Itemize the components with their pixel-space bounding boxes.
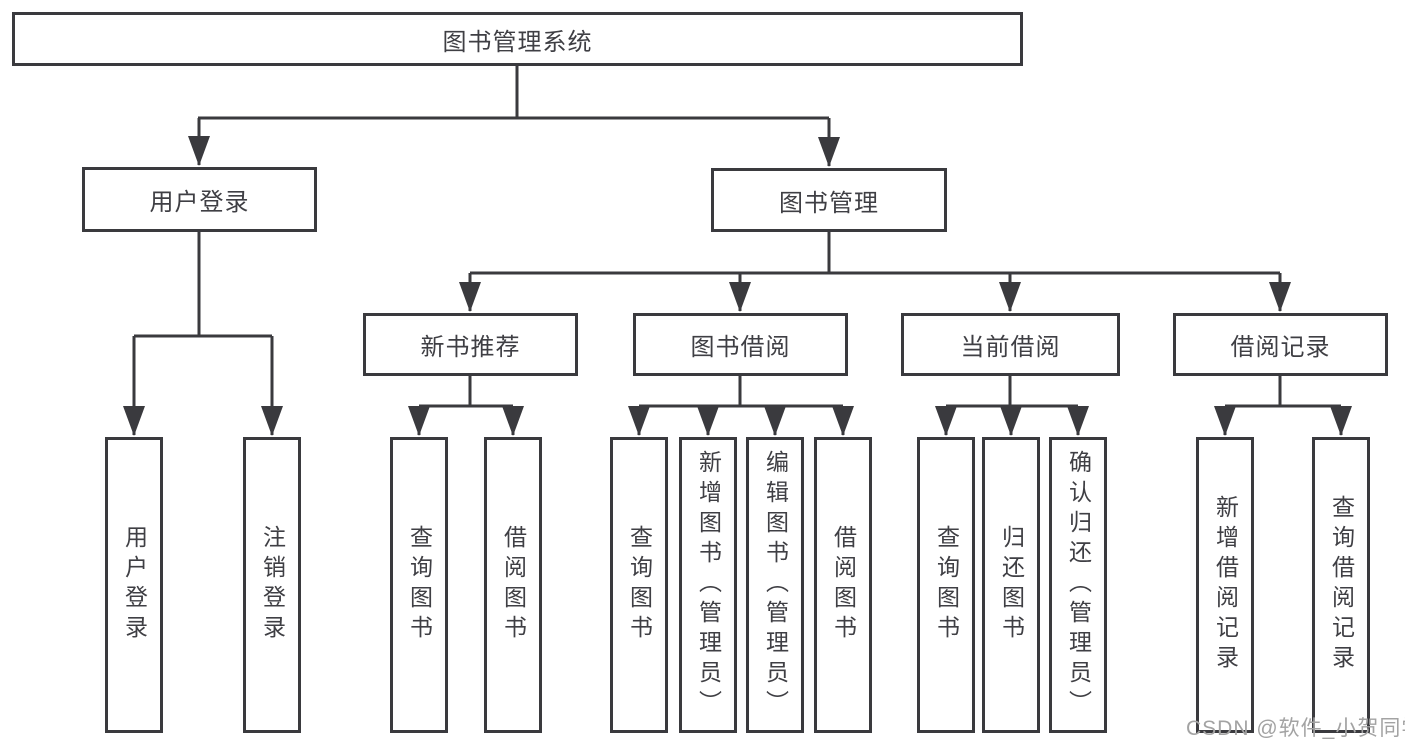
node-label: 借阅记录 — [1230, 334, 1331, 361]
leaf-edit-book-admin: 编辑图书（管理员） — [746, 437, 804, 733]
leaf-borrow-books-borrowing: 借阅图书 — [814, 437, 872, 733]
leaf-add-book-admin: 新增图书（管理员） — [679, 437, 737, 733]
leaf-label: 新增借阅记录 — [1212, 495, 1239, 675]
leaf-add-borrow-record: 新增借阅记录 — [1196, 437, 1254, 733]
leaf-label: 新增图书（管理员） — [695, 450, 722, 720]
node-book-management: 图书管理 — [711, 168, 947, 232]
leaf-label: 查询借阅记录 — [1328, 495, 1355, 675]
leaf-label: 注销登录 — [259, 525, 286, 645]
leaf-user-login: 用户登录 — [105, 437, 163, 733]
leaf-label: 编辑图书（管理员） — [762, 450, 789, 720]
node-label: 新书推荐 — [420, 334, 521, 361]
node-label: 图书管理系统 — [442, 28, 593, 56]
node-borrowing-records: 借阅记录 — [1173, 313, 1388, 376]
leaf-label: 确认归还（管理员） — [1065, 450, 1092, 720]
node-label: 当前借阅 — [960, 334, 1061, 361]
leaf-label: 查询图书 — [406, 525, 433, 645]
leaf-query-books-recommend: 查询图书 — [390, 437, 448, 733]
leaf-query-books-current: 查询图书 — [917, 437, 975, 733]
leaf-confirm-return-admin: 确认归还（管理员） — [1049, 437, 1107, 733]
node-new-book-recommendation: 新书推荐 — [363, 313, 578, 376]
leaf-label: 借阅图书 — [500, 525, 527, 645]
node-label: 图书管理 — [779, 189, 879, 217]
leaf-label: 归还图书 — [998, 525, 1025, 645]
leaf-label: 借阅图书 — [830, 525, 857, 645]
leaf-return-books: 归还图书 — [982, 437, 1040, 733]
leaf-borrow-books-recommend: 借阅图书 — [484, 437, 542, 733]
node-library-management-system: 图书管理系统 — [12, 12, 1023, 66]
node-user-login: 用户登录 — [82, 167, 317, 232]
watermark-text: CSDN @软件_小贺同学 — [1186, 717, 1405, 740]
node-current-borrowing: 当前借阅 — [901, 313, 1120, 376]
node-label: 用户登录 — [149, 189, 250, 216]
leaf-query-books-borrowing: 查询图书 — [610, 437, 668, 733]
node-book-borrowing: 图书借阅 — [633, 313, 848, 376]
leaf-query-borrow-record: 查询借阅记录 — [1312, 437, 1370, 733]
node-label: 图书借阅 — [690, 334, 791, 361]
leaf-label: 查询图书 — [933, 525, 960, 645]
leaf-logout: 注销登录 — [243, 437, 301, 733]
leaf-label: 用户登录 — [121, 525, 148, 645]
leaf-label: 查询图书 — [626, 525, 653, 645]
